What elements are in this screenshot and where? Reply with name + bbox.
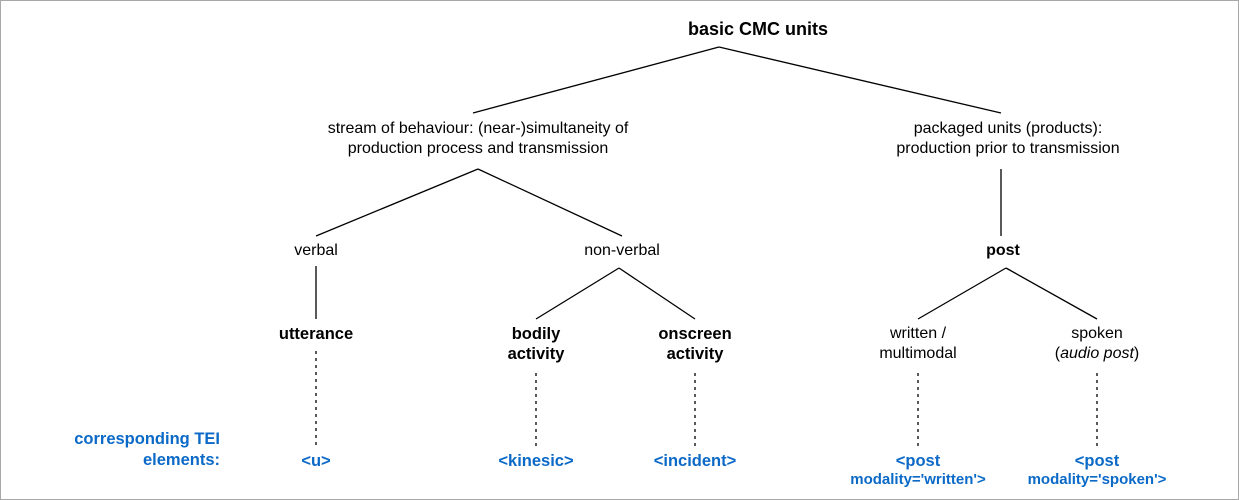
node-written-multimodal: written / multimodal <box>879 324 956 363</box>
tei-elements-legend: corresponding TEI elements: <box>15 429 220 470</box>
node-bodily-line1: bodily <box>511 325 561 343</box>
tei-post-spoken-line1: <post <box>1074 452 1120 470</box>
node-spoken-audio-post: spoken (audio post) <box>1055 324 1140 363</box>
edge-root-to-packaged <box>718 46 1002 114</box>
tei-element-post-spoken: <post modality='spoken'> <box>1028 451 1167 489</box>
node-packaged-line2: production prior to transmission <box>896 139 1120 157</box>
node-root-label: basic CMC units <box>687 19 829 39</box>
node-spoken-line1: spoken <box>1071 325 1123 342</box>
node-packaged-units: packaged units (products): production pr… <box>896 119 1119 158</box>
node-written-line1: written / <box>889 325 947 342</box>
node-utterance-label: utterance <box>278 325 354 343</box>
node-spoken-paren-close: ) <box>1133 344 1140 362</box>
node-stream-of-behaviour: stream of behaviour: (near-)simultaneity… <box>328 119 629 158</box>
node-utterance: utterance <box>279 324 353 344</box>
tei-post-written-line2: modality='written'> <box>850 471 986 489</box>
edge-post-to-spoken <box>1005 267 1098 320</box>
node-packaged-line1: packaged units (products): <box>913 120 1103 137</box>
node-bodily-line2: activity <box>507 345 565 364</box>
node-root: basic CMC units <box>688 19 828 41</box>
node-written-line2: multimodal <box>879 344 957 362</box>
edge-post-to-written <box>917 267 1007 320</box>
tei-element-incident: <incident> <box>654 451 737 471</box>
node-spoken-line2: (audio post) <box>1055 344 1140 364</box>
tei-legend-line2: elements: <box>142 450 220 469</box>
node-stream-line1: stream of behaviour: (near-)simultaneity… <box>327 120 629 137</box>
edge-root-to-stream <box>472 46 720 114</box>
tei-element-kinesic: <kinesic> <box>498 451 573 471</box>
tei-post-spoken-line2: modality='spoken'> <box>1027 471 1167 489</box>
node-spoken-paren-open: ( <box>1054 344 1061 362</box>
node-onscreen-activity: onscreen activity <box>658 324 731 364</box>
tei-element-u-label: <u> <box>301 452 331 470</box>
tei-element-kinesic-label: <kinesic> <box>498 452 574 470</box>
tei-element-incident-label: <incident> <box>653 452 737 470</box>
node-post-label: post <box>986 242 1020 259</box>
edge-nonverbal-to-onscreen <box>618 267 696 320</box>
node-bodily-activity: bodily activity <box>508 324 565 364</box>
node-verbal-label: verbal <box>294 242 338 259</box>
edge-stream-to-nonverbal <box>477 168 623 237</box>
tei-post-written-line1: <post <box>895 452 941 470</box>
tei-legend-line1: corresponding TEI <box>74 430 220 448</box>
tei-element-post-written: <post modality='written'> <box>850 451 986 489</box>
node-non-verbal: non-verbal <box>584 241 660 261</box>
node-verbal: verbal <box>294 241 338 261</box>
node-spoken-audio-post-italic: audio post <box>1060 344 1134 362</box>
node-post: post <box>986 241 1020 261</box>
tei-element-u: <u> <box>301 451 330 471</box>
edge-nonverbal-to-bodily <box>535 267 620 320</box>
node-stream-line2: production process and transmission <box>347 139 609 157</box>
node-onscreen-line2: activity <box>666 345 724 364</box>
node-onscreen-line1: onscreen <box>658 325 732 343</box>
node-non-verbal-label: non-verbal <box>584 242 660 259</box>
edge-stream-to-verbal <box>315 168 479 237</box>
